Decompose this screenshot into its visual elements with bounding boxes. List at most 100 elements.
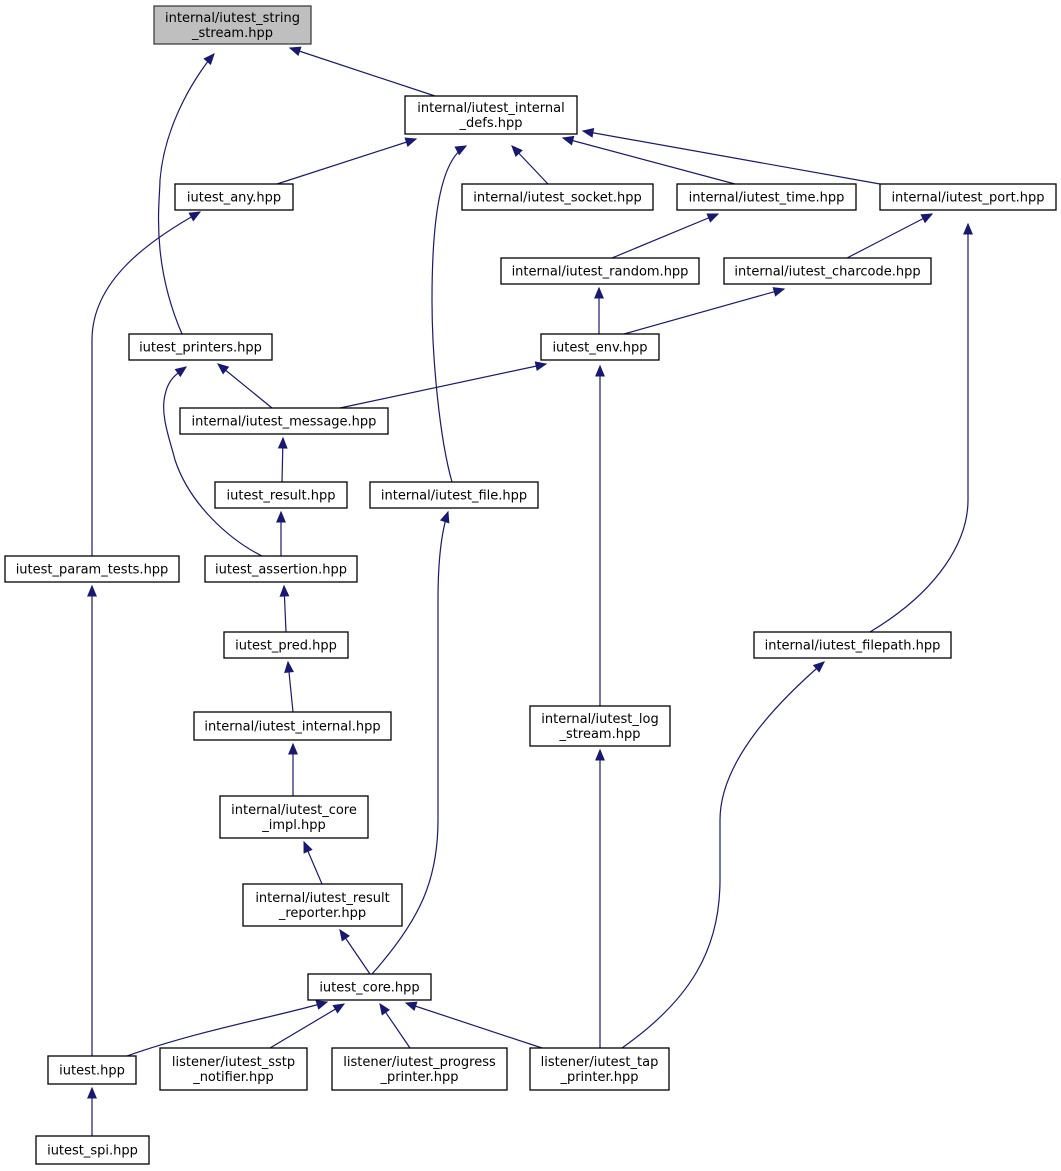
node-tap[interactable]: listener/iutest_tap_printer.hpp (529, 1047, 670, 1091)
edge-arrowhead (339, 928, 351, 942)
node-label: internal/iutest_time.hpp (689, 191, 845, 206)
edges-layer (87, 46, 973, 1136)
node-progress[interactable]: listener/iutest_progress_printer.hpp (331, 1047, 508, 1091)
node-label: iutest.hpp (59, 1064, 125, 1079)
edge-arrowhead (87, 1086, 97, 1099)
edge-arrowhead (303, 840, 313, 854)
node-label: internal/iutest_internal.hpp (204, 720, 380, 735)
edge-arrowhead (288, 742, 298, 755)
edge-tap-to-filepath (621, 661, 825, 1049)
node-label: iutest_assertion.hpp (215, 563, 347, 578)
edge-pred-to-assertion (279, 584, 290, 633)
node-random[interactable]: internal/iutest_random.hpp (500, 257, 700, 285)
edge-socket-to-internal_defs (511, 145, 549, 185)
edge-spi-to-iutest (87, 1086, 97, 1136)
node-filepath[interactable]: internal/iutest_filepath.hpp (753, 631, 952, 659)
edge-log_stream-to-env (595, 364, 605, 706)
node-box (47, 1055, 137, 1085)
node-string-stream[interactable]: internal/iutest_string_stream.hpp (153, 5, 312, 45)
node-box (179, 407, 389, 435)
node-box (540, 333, 660, 361)
node-time[interactable]: internal/iutest_time.hpp (676, 183, 857, 211)
node-box (369, 481, 539, 509)
node-label: internal/iutest_charcode.hpp (734, 265, 920, 280)
node-box (461, 183, 654, 211)
edge-line (405, 1002, 543, 1049)
node-core-impl[interactable]: internal/iutest_core_impl.hpp (219, 795, 369, 839)
node-box (223, 631, 349, 659)
node-param-tests[interactable]: iutest_param_tests.hpp (4, 555, 180, 583)
edge-result_reporter-to-core_impl (303, 840, 323, 885)
node-internal-defs[interactable]: internal/iutest_internal_defs.hpp (404, 95, 578, 135)
node-printers[interactable]: iutest_printers.hpp (128, 333, 273, 361)
node-box (159, 1047, 308, 1091)
edge-arrowhead (595, 364, 605, 377)
edge-arrowhead (276, 510, 286, 523)
edge-arrowhead (561, 135, 575, 146)
edge-arrowhead (284, 660, 294, 673)
node-label: iutest_param_tests.hpp (16, 563, 169, 578)
node-port[interactable]: internal/iutest_port.hpp (879, 183, 1057, 211)
node-box (219, 795, 369, 839)
edge-line (562, 137, 736, 185)
node-assertion[interactable]: iutest_assertion.hpp (204, 555, 358, 583)
edge-line (289, 47, 436, 97)
node-box (193, 711, 392, 741)
node-label: iutest_spi.hpp (47, 1144, 138, 1159)
edge-port-to-internal_defs (581, 127, 881, 185)
edge-internal_defs-to-string_stream (288, 46, 436, 97)
node-sstp[interactable]: listener/iutest_sstp_notifier.hpp (159, 1047, 308, 1091)
node-iutest[interactable]: iutest.hpp (47, 1055, 137, 1085)
edge-arrowhead (379, 1002, 391, 1016)
node-box (128, 333, 273, 361)
node-label: internal/iutest_core (231, 803, 357, 818)
node-label: iutest_env.hpp (552, 341, 647, 356)
edge-iutest-to-param_tests (87, 584, 97, 1056)
node-box (242, 883, 403, 927)
node-any[interactable]: iutest_any.hpp (174, 183, 294, 211)
edge-random-to-time (611, 213, 720, 259)
node-result[interactable]: iutest_result.hpp (214, 481, 348, 509)
node-label: _stream.hpp (559, 727, 641, 742)
node-label: internal/iutest_internal (417, 101, 564, 116)
edge-assertion-to-printers (163, 366, 263, 557)
node-box (404, 95, 578, 135)
node-message[interactable]: internal/iutest_message.hpp (179, 407, 389, 435)
node-charcode[interactable]: internal/iutest_charcode.hpp (723, 257, 932, 285)
node-box (214, 481, 348, 509)
node-label: _reporter.hpp (278, 906, 366, 921)
node-label: iutest_core.hpp (319, 981, 419, 996)
edge-arrowhead (963, 222, 973, 235)
edge-line (611, 213, 719, 259)
edge-time-to-internal_defs (561, 135, 736, 185)
node-result-reporter[interactable]: internal/iutest_result_reporter.hpp (242, 883, 403, 927)
node-pred[interactable]: iutest_pred.hpp (223, 631, 349, 659)
edge-any-to-internal_defs (276, 137, 418, 185)
edge-arrowhead (279, 584, 290, 597)
edge-arrowhead (404, 1001, 418, 1012)
node-box (4, 555, 180, 583)
node-file[interactable]: internal/iutest_file.hpp (369, 481, 539, 509)
node-socket[interactable]: internal/iutest_socket.hpp (461, 183, 654, 211)
edge-line (91, 211, 201, 556)
node-box (331, 1047, 508, 1091)
node-box (35, 1135, 150, 1165)
node-label: listener/iutest_tap (541, 1055, 659, 1070)
edge-arrowhead (174, 366, 188, 378)
node-label: iutest_pred.hpp (235, 639, 337, 654)
node-label: _printer.hpp (379, 1070, 458, 1085)
node-label: internal/iutest_message.hpp (192, 415, 377, 430)
edge-line (163, 366, 263, 557)
node-label: internal/iutest_socket.hpp (473, 191, 642, 206)
edge-arrowhead (315, 1000, 329, 1010)
edge-arrowhead (511, 145, 523, 158)
edge-progress-to-core (379, 1002, 411, 1049)
nodes-layer: internal/iutest_string_stream.hppinterna… (4, 5, 1057, 1165)
node-label: iutest_result.hpp (227, 489, 336, 504)
node-log-stream[interactable]: internal/iutest_log_stream.hpp (529, 705, 671, 747)
node-spi[interactable]: iutest_spi.hpp (35, 1135, 150, 1165)
node-core[interactable]: iutest_core.hpp (307, 973, 432, 1001)
node-env[interactable]: iutest_env.hpp (540, 333, 660, 361)
node-internal[interactable]: internal/iutest_internal.hpp (193, 711, 392, 741)
node-box (153, 5, 312, 45)
